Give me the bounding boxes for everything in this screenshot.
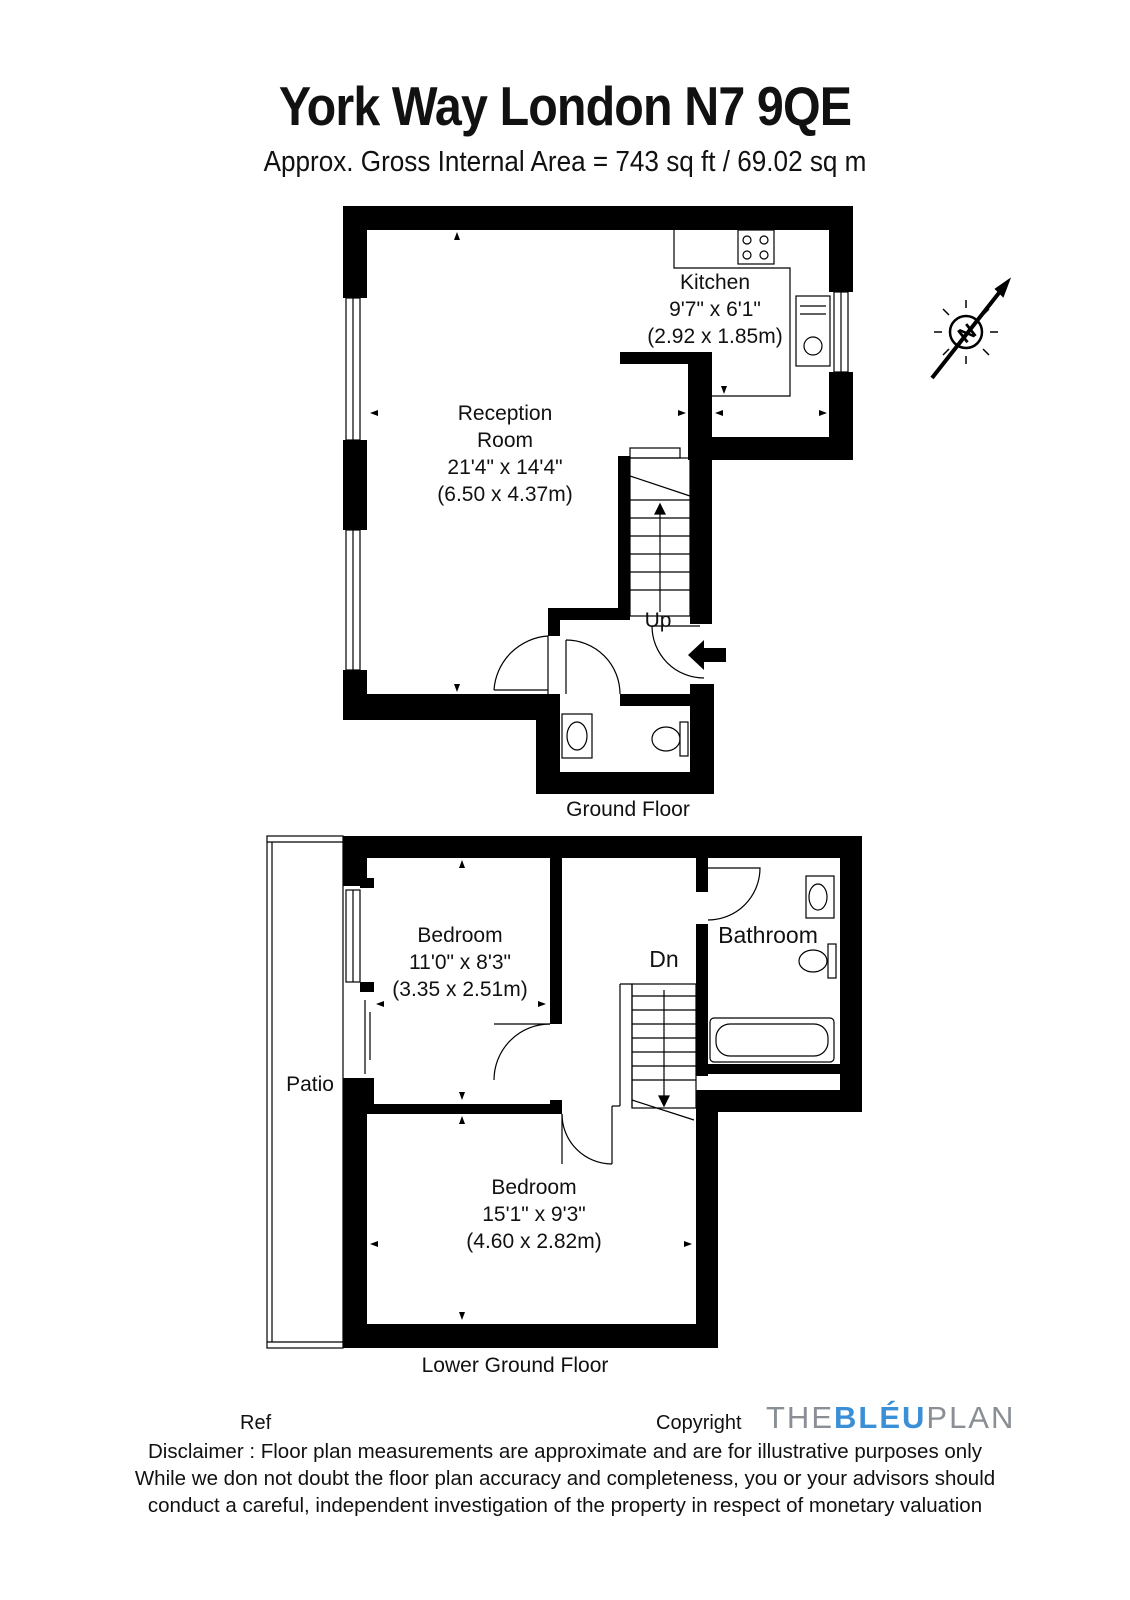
wall [367, 1104, 562, 1114]
wall [620, 352, 712, 364]
wall [343, 694, 548, 720]
wall [536, 772, 714, 794]
ref-label: Ref [240, 1412, 272, 1434]
reception-metric: (6.50 x 4.37m) [437, 483, 572, 506]
wall [343, 206, 367, 298]
bathroom-name: Bathroom [718, 922, 818, 948]
brand-logo: THEBLÉUPLAN [766, 1400, 1015, 1436]
wall [343, 836, 862, 858]
wall [550, 858, 562, 1024]
bedroom2-metric: (4.60 x 2.82m) [466, 1230, 601, 1253]
door-swing [493, 1023, 551, 1081]
wall [343, 836, 367, 886]
disclaimer-line-2: While we don not doubt the floor plan ac… [134, 1467, 996, 1490]
sink-icon [795, 295, 831, 367]
ground-doors [493, 625, 705, 695]
bedroom1-name: Bedroom [417, 924, 502, 947]
wall [829, 206, 853, 292]
lower-ground-floor-label: Lower Ground Floor [422, 1354, 609, 1377]
patio-area [266, 835, 344, 1349]
bedroom2-name: Bedroom [491, 1176, 576, 1199]
wall [700, 437, 853, 460]
bedroom2-imperial: 15'1" x 9'3" [482, 1203, 586, 1226]
entrance-arrow-icon [688, 640, 726, 670]
lower-dimension-ticks [370, 860, 692, 1320]
gross-area-subtitle: Approx. Gross Internal Area = 743 sq ft … [263, 146, 867, 178]
basin-icon [561, 713, 593, 759]
hob-icon [737, 229, 775, 265]
door-swing [493, 635, 549, 691]
door-swing [651, 625, 705, 679]
wall [360, 1078, 374, 1104]
wall [343, 1324, 718, 1348]
reception-name-line1: Reception [458, 402, 553, 425]
wall [620, 694, 714, 706]
door-swing [707, 867, 761, 921]
ground-stairs [629, 457, 691, 617]
dimension-ticks [370, 232, 827, 692]
wall [696, 858, 708, 892]
ground-floor-label: Ground Floor [566, 798, 690, 821]
bedroom1-metric: (3.35 x 2.51m) [392, 978, 527, 1001]
north-arrow-icon [930, 277, 1012, 380]
page-title: York Way London N7 9QE [278, 75, 852, 137]
wall [548, 608, 630, 620]
wc-fittings [561, 713, 689, 759]
wall [840, 836, 862, 1112]
wall [360, 878, 374, 888]
copyright-label: Copyright [656, 1412, 742, 1434]
brand-suffix: PLAN [926, 1400, 1016, 1435]
bedroom1-imperial: 11'0" x 8'3" [409, 951, 511, 974]
stairs-down-label: Dn [649, 946, 678, 972]
door-swing [565, 639, 621, 695]
disclaimer-line-1: Disclaimer : Floor plan measurements are… [147, 1440, 983, 1463]
lower-ground-floor-plan [343, 836, 862, 1348]
wall [708, 1064, 840, 1074]
kitchen-metric: (2.92 x 1.85m) [647, 325, 782, 348]
brand-highlight: BLÉU [834, 1400, 927, 1435]
bathroom-fittings [709, 875, 837, 1063]
kitchen-name: Kitchen [680, 271, 750, 294]
wall [696, 1090, 718, 1348]
basin-icon [805, 875, 835, 919]
lower-doors [493, 867, 761, 1165]
wall [343, 206, 853, 230]
wall [360, 982, 374, 992]
patio-label: Patio [286, 1073, 334, 1096]
wall [548, 608, 560, 636]
toilet-icon [679, 721, 689, 757]
wall [688, 352, 712, 460]
wall [618, 456, 630, 616]
reception-name-line2: Room [477, 429, 533, 452]
wall [343, 440, 367, 530]
lower-floor-windows [345, 889, 371, 1074]
kitchen-imperial: 9'7" x 6'1" [669, 298, 761, 321]
bath-icon [709, 1017, 835, 1063]
kitchen-fittings [673, 229, 831, 397]
stairs-up-label: Up [645, 609, 672, 632]
wall [696, 924, 708, 1076]
reception-imperial: 21'4" x 14'4" [447, 456, 562, 479]
lower-stairs [611, 983, 697, 1164]
brand-prefix: THE [766, 1400, 834, 1435]
wall [690, 456, 712, 624]
disclaimer-line-3: conduct a careful, independent investiga… [147, 1494, 983, 1517]
wall [696, 1090, 862, 1112]
toilet-icon [827, 943, 837, 979]
door-swing [561, 1113, 613, 1165]
wall [343, 1078, 367, 1348]
ground-floor-plan [343, 206, 853, 794]
